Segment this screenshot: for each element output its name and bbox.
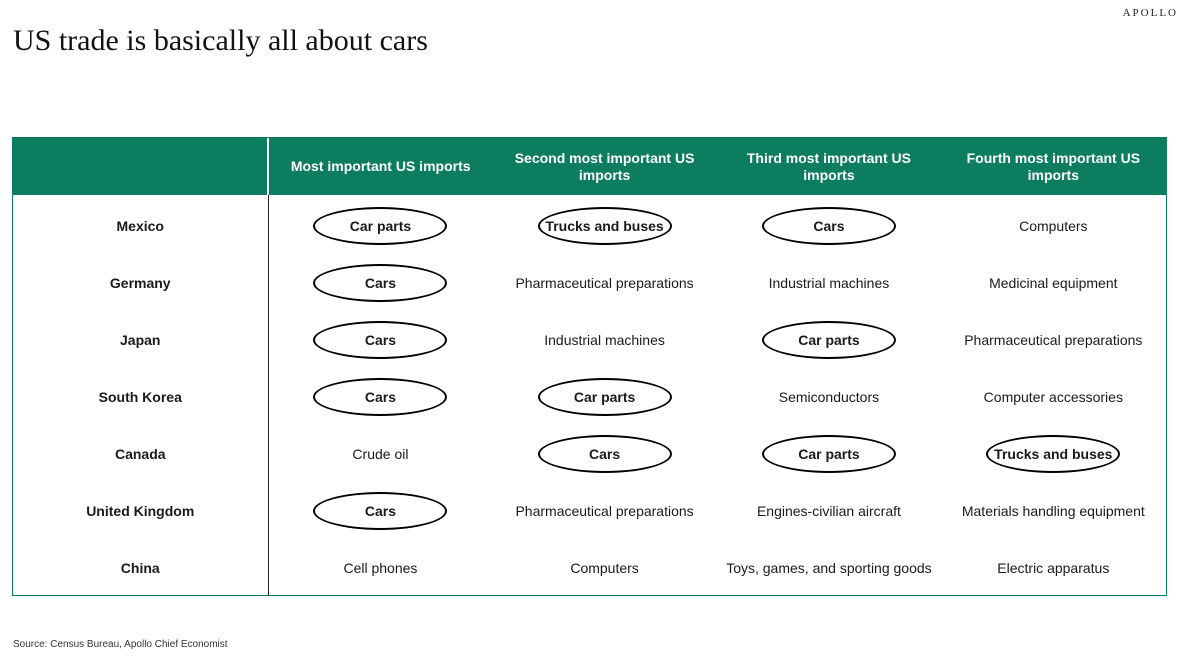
- import-item: Electric apparatus: [997, 559, 1110, 576]
- source-note: Source: Census Bureau, Apollo Chief Econ…: [13, 639, 228, 650]
- header-third-imports: Third most important US imports: [716, 138, 942, 195]
- import-item: Medicinal equipment: [989, 274, 1118, 291]
- circled-import-item: Car parts: [761, 434, 896, 473]
- import-cell: Car parts: [492, 368, 716, 425]
- circled-import-item: Car parts: [537, 377, 672, 416]
- import-item: Crude oil: [352, 445, 409, 462]
- import-cell: Pharmaceutical preparations: [492, 254, 716, 311]
- import-cell: Industrial machines: [717, 254, 941, 311]
- circled-import-item: Cars: [313, 377, 448, 416]
- table-row: Germany Cars Pharmaceutical preparations In…: [13, 254, 1166, 311]
- import-cell: Car parts: [717, 425, 941, 482]
- import-cell: Computers: [492, 539, 716, 596]
- import-cell: Pharmaceutical preparations: [941, 311, 1165, 368]
- import-cell: Semiconductors: [717, 368, 941, 425]
- import-cell: Cell phones: [268, 539, 492, 596]
- country-label: Mexico: [13, 195, 269, 254]
- import-cell: Toys, games, and sporting goods: [717, 539, 941, 596]
- circled-import-item: Cars: [313, 491, 448, 530]
- table-row: United Kingdom Cars Pharmaceutical prepara…: [13, 482, 1166, 539]
- country-label: Canada: [13, 425, 269, 482]
- import-cell: Car parts: [268, 195, 492, 254]
- table-row: Mexico Car parts Trucks and buses Cars Compu…: [13, 195, 1166, 254]
- import-cell: Cars: [268, 311, 492, 368]
- import-cell: Electric apparatus: [941, 539, 1165, 596]
- table-row: South Korea Cars Car parts Semiconductors Co…: [13, 368, 1166, 425]
- country-label: South Korea: [13, 368, 269, 425]
- import-cell: Industrial machines: [492, 311, 716, 368]
- circled-import-item: Cars: [313, 320, 448, 359]
- imports-table: Most important US imports Second most im…: [13, 138, 1166, 596]
- import-cell: Pharmaceutical preparations: [492, 482, 716, 539]
- import-item: Semiconductors: [778, 388, 880, 405]
- table-row: Japan Cars Industrial machines Car parts Pha…: [13, 311, 1166, 368]
- import-cell: Trucks and buses: [492, 195, 716, 254]
- circled-import-item: Cars: [537, 434, 672, 473]
- import-cell: Cars: [268, 254, 492, 311]
- import-cell: Cars: [268, 482, 492, 539]
- imports-table-container: Most important US imports Second most im…: [12, 137, 1167, 596]
- circled-import-item: Car parts: [313, 206, 448, 245]
- import-cell: Engines-civilian aircraft: [717, 482, 941, 539]
- import-cell: Medicinal equipment: [941, 254, 1165, 311]
- country-label: United Kingdom: [13, 482, 269, 539]
- country-label: Germany: [13, 254, 269, 311]
- circled-import-item: Car parts: [761, 320, 896, 359]
- import-cell: Cars: [268, 368, 492, 425]
- import-cell: Crude oil: [268, 425, 492, 482]
- header-fourth-imports: Fourth most important US imports: [941, 138, 1166, 195]
- country-label: Japan: [13, 311, 269, 368]
- header-row: Most important US imports Second most im…: [13, 138, 1166, 195]
- brand-logo-text: APOLLO: [1122, 7, 1178, 19]
- table-row: China Cell phones Computers Toys, games, an…: [13, 539, 1166, 596]
- import-cell: Computer accessories: [941, 368, 1165, 425]
- header-first-imports: Most important US imports: [268, 138, 493, 195]
- country-label: China: [13, 539, 269, 596]
- import-cell: Trucks and buses: [941, 425, 1165, 482]
- import-item: Engines-civilian aircraft: [756, 502, 901, 519]
- page-title: US trade is basically all about cars: [13, 24, 428, 57]
- import-item: Toys, games, and sporting goods: [726, 559, 932, 576]
- circled-import-item: Trucks and buses: [537, 206, 672, 245]
- table-row: Canada Crude oil Cars Car parts Trucks and b…: [13, 425, 1166, 482]
- import-cell: Cars: [717, 195, 941, 254]
- import-item: Pharmaceutical preparations: [515, 274, 694, 291]
- header-corner: [13, 138, 269, 195]
- circled-import-item: Cars: [313, 263, 448, 302]
- circled-import-item: Trucks and buses: [986, 434, 1121, 473]
- import-item: Pharmaceutical preparations: [964, 331, 1143, 348]
- import-item: Materials handling equipment: [961, 502, 1145, 519]
- import-item: Industrial machines: [768, 274, 890, 291]
- import-item: Computers: [570, 559, 639, 576]
- import-item: Pharmaceutical preparations: [515, 502, 694, 519]
- import-item: Industrial machines: [544, 331, 665, 348]
- import-item: Cell phones: [343, 559, 418, 576]
- header-second-imports: Second most important US imports: [492, 138, 717, 195]
- import-cell: Computers: [941, 195, 1165, 254]
- import-item: Computer accessories: [983, 388, 1123, 405]
- import-item: Computers: [1019, 217, 1088, 234]
- table-header: Most important US imports Second most im…: [13, 138, 1166, 195]
- import-cell: Cars: [492, 425, 716, 482]
- circled-import-item: Cars: [761, 206, 896, 245]
- import-cell: Materials handling equipment: [941, 482, 1165, 539]
- import-cell: Car parts: [717, 311, 941, 368]
